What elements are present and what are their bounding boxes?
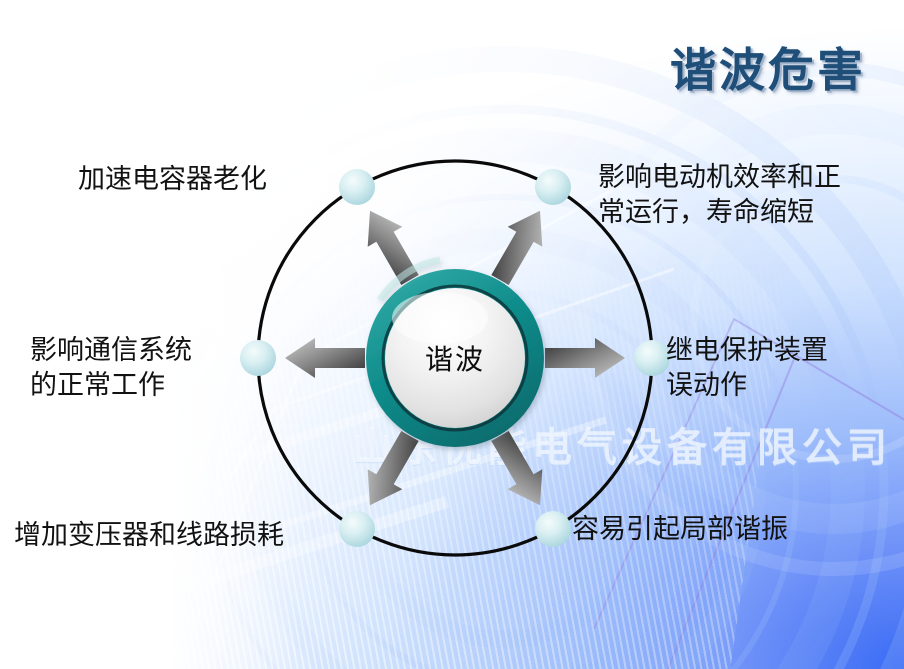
label-left: 影响通信系统 的正常工作 <box>30 335 192 401</box>
node-left <box>240 340 276 376</box>
node-bottom-right <box>535 511 571 547</box>
label-bottom-right: 容易引起局部谐振 <box>572 514 788 544</box>
node-top-right <box>535 169 571 205</box>
label-top-left: 加速电容器老化 <box>78 164 267 194</box>
background-left-fade <box>0 0 300 669</box>
label-top-right: 影响电动机效率和正 常运行，寿命缩短 <box>598 162 841 228</box>
node-top-left <box>339 169 375 205</box>
hub-circle <box>366 256 544 447</box>
spoke-arrows <box>285 210 625 506</box>
node-right <box>634 340 670 376</box>
slide-title: 谐波危害 <box>670 45 866 96</box>
node-spheres <box>240 169 670 547</box>
node-bottom-left <box>339 511 375 547</box>
label-bottom-left: 增加变压器和线路损耗 <box>14 520 284 550</box>
label-right: 继电保护装置 误动作 <box>666 335 828 401</box>
